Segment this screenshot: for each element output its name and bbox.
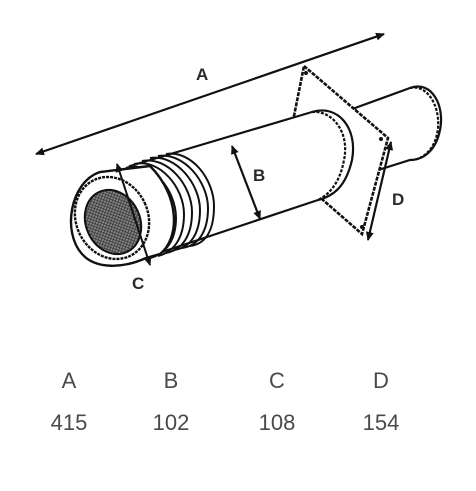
dimension-value-d: 154 [362, 410, 400, 435]
dimension-c-label: C [132, 274, 144, 293]
dimension-letter-d: D [373, 368, 389, 393]
dimension-column-b: B 102 [136, 368, 206, 436]
dimension-a [35, 32, 385, 156]
dimension-column-a: A 415 [34, 368, 104, 436]
dimension-letter-b: B [163, 368, 179, 393]
dimension-d-label: D [392, 190, 404, 209]
dimension-d [365, 141, 394, 241]
dimension-column-c: C 108 [242, 368, 312, 436]
dimension-letter-c: C [269, 368, 285, 393]
dimension-table: A 415 B 102 C 108 D 154 [0, 368, 476, 468]
dimension-b-label: B [253, 166, 265, 185]
dimension-column-d: D 154 [346, 368, 416, 436]
dimension-a-label: A [196, 65, 208, 84]
dimension-c [115, 163, 152, 266]
dimension-letter-a: A [61, 368, 77, 393]
dimension-value-a: 415 [50, 410, 88, 435]
dimension-value-c: 108 [258, 410, 296, 435]
dimension-value-b: 102 [152, 410, 190, 435]
dimension-b [230, 145, 262, 220]
